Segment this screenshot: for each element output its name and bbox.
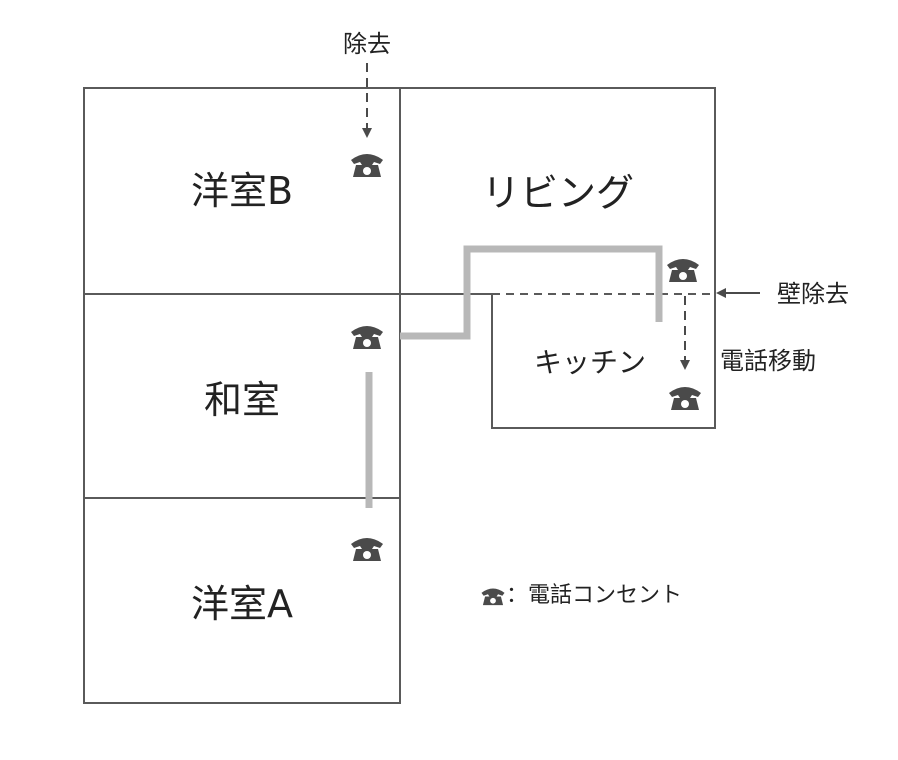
room-label-living: リビング	[482, 171, 634, 215]
walls	[83, 87, 716, 704]
room-label-kitchen: キッチン	[534, 346, 646, 379]
legend-text: ：電話コンセント	[506, 583, 682, 608]
phone-wiring	[365, 245, 663, 508]
phone-icon	[669, 387, 701, 410]
annotation-remove-top: 除去	[343, 30, 391, 58]
room-western-a	[83, 497, 401, 704]
phone-icon	[351, 154, 383, 177]
phone-icon	[667, 259, 699, 282]
phone-icon	[351, 326, 383, 349]
phone-icon	[351, 538, 383, 561]
room-label-western-a: 洋室A	[191, 582, 293, 626]
wire-living	[400, 245, 663, 340]
room-label-western-b: 洋室B	[191, 169, 293, 213]
room-living	[400, 87, 716, 429]
room-label-japanese: 和室	[204, 378, 280, 422]
annotation-phone-move: 電話移動	[720, 347, 816, 375]
annotation-wall-remove: 壁除去	[777, 280, 849, 308]
arrows	[362, 63, 760, 370]
legend-phone-icon	[481, 588, 505, 606]
